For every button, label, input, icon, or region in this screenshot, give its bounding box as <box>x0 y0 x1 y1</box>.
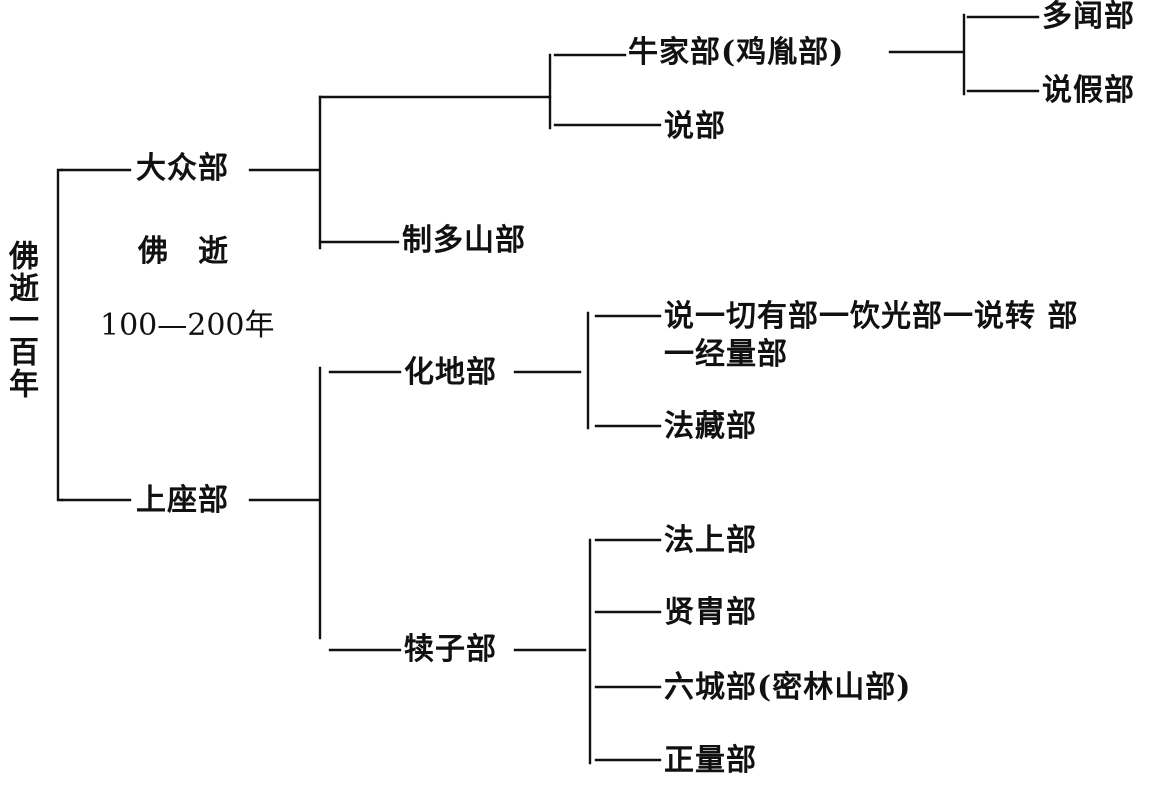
root-bracket <box>56 168 64 502</box>
node-mahasanghika: 大众部 <box>136 151 229 186</box>
root-label: 佛逝一百年 <box>3 240 38 400</box>
node-sannagarika: 六城部(密林山部) <box>664 670 912 705</box>
node-mahisasaka: 化地部 <box>404 355 497 390</box>
note-years: 100—200年 <box>100 308 275 343</box>
node-prajnaptivada-short: 说部 <box>664 109 726 144</box>
node-vatsiputriya: 犊子部 <box>404 632 497 667</box>
node-gokulika: 牛家部(鸡胤部) <box>628 35 845 70</box>
node-dharmaguptaka: 法藏部 <box>664 409 757 444</box>
node-sautrantika: 一经量部 <box>664 337 788 372</box>
node-sarvastivada-line: 说一切有部一饮光部一说转 部 <box>664 299 1079 334</box>
note-title: 佛 逝 <box>138 234 228 269</box>
node-bhadrayaniya: 贤胄部 <box>664 595 757 630</box>
node-prajnaptivada: 说假部 <box>1042 73 1135 108</box>
node-sthavira: 上座部 <box>136 483 229 518</box>
node-bahusrutiya: 多闻部 <box>1042 0 1135 34</box>
node-caitika: 制多山部 <box>402 223 526 258</box>
node-sammitiya: 正量部 <box>664 743 757 778</box>
node-dharmottariya: 法上部 <box>664 523 757 558</box>
